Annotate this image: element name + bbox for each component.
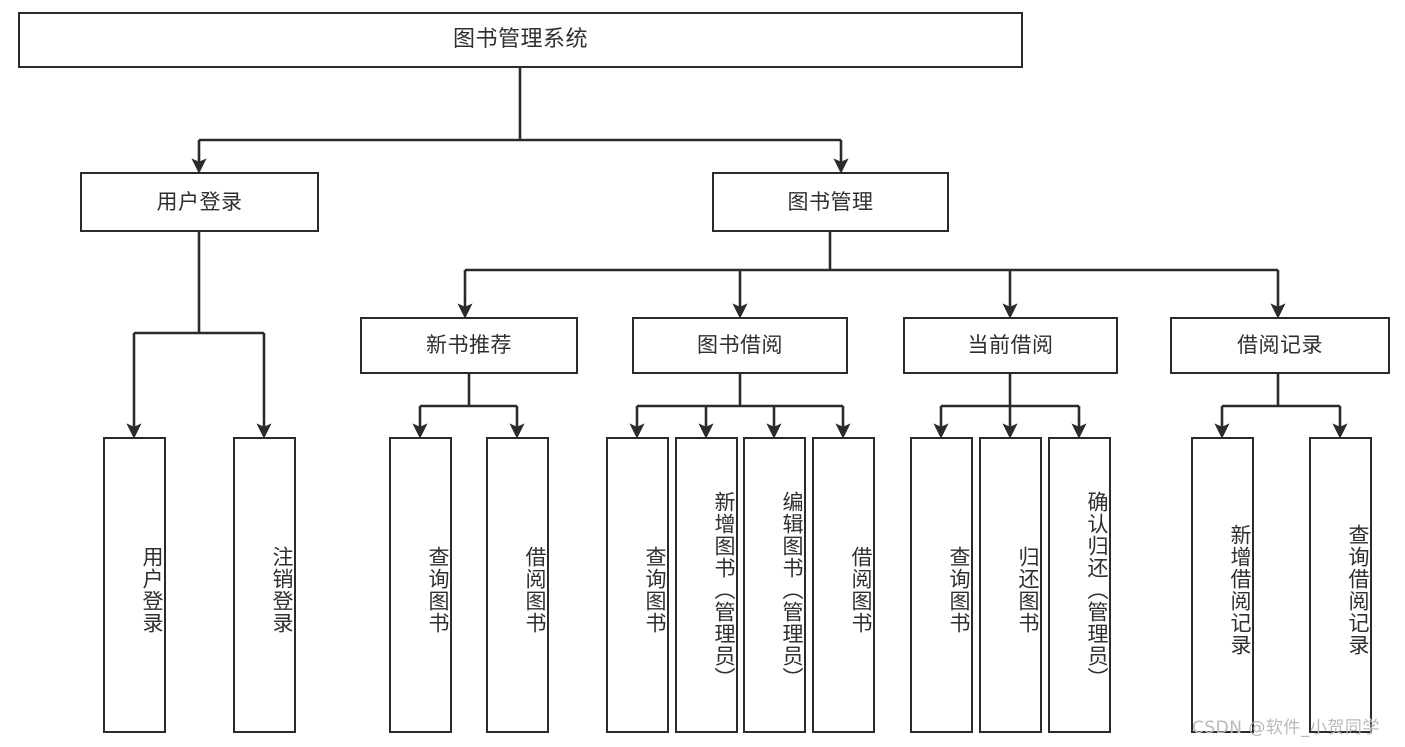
leaf-edit-book-admin[interactable]: 编辑图书（管理员） (743, 437, 806, 733)
node-label: 用户登录 (140, 546, 164, 634)
node-label: 借阅记录 (1237, 333, 1323, 358)
node-book-management[interactable]: 图书管理 (712, 172, 949, 232)
node-label: 查询图书 (643, 546, 667, 634)
leaf-borrow-book[interactable]: 借阅图书 (812, 437, 875, 733)
leaf-user-login[interactable]: 用户登录 (103, 437, 166, 733)
node-label: 图书管理 (787, 189, 874, 214)
node-borrowing-record[interactable]: 借阅记录 (1170, 317, 1390, 374)
leaf-add-borrow-record[interactable]: 新增借阅记录 (1191, 437, 1254, 733)
node-label: 新增借阅记录 (1228, 524, 1252, 656)
node-label: 借阅图书 (523, 546, 547, 634)
node-label: 图书管理系统 (452, 27, 588, 53)
leaf-logout[interactable]: 注销登录 (233, 437, 296, 733)
node-current-borrowing[interactable]: 当前借阅 (903, 317, 1118, 374)
node-label: 查询图书 (426, 546, 450, 634)
node-book-borrowing[interactable]: 图书借阅 (632, 317, 848, 374)
node-new-book-recommendation[interactable]: 新书推荐 (360, 317, 578, 374)
leaf-borrow-book-recommend[interactable]: 借阅图书 (486, 437, 549, 733)
leaf-query-borrow-record[interactable]: 查询借阅记录 (1309, 437, 1372, 733)
node-label: 用户登录 (156, 189, 243, 214)
node-label: 新书推荐 (426, 333, 512, 358)
leaf-query-book-current[interactable]: 查询图书 (910, 437, 973, 733)
leaf-query-book-recommend[interactable]: 查询图书 (389, 437, 452, 733)
node-user-login[interactable]: 用户登录 (80, 172, 319, 232)
node-label: 查询图书 (947, 546, 971, 634)
leaf-return-book[interactable]: 归还图书 (979, 437, 1042, 733)
node-label: 查询借阅记录 (1346, 524, 1370, 656)
node-label: 归还图书 (1016, 546, 1040, 634)
node-label: 编辑图书（管理员） (780, 491, 804, 689)
node-label: 借阅图书 (849, 546, 873, 634)
leaf-query-book-borrow[interactable]: 查询图书 (606, 437, 669, 733)
leaf-confirm-return-admin[interactable]: 确认归还（管理员） (1048, 437, 1111, 733)
node-label: 注销登录 (270, 546, 294, 634)
node-label: 新增图书（管理员） (712, 491, 736, 689)
leaf-add-book-admin[interactable]: 新增图书（管理员） (675, 437, 738, 733)
node-root-book-management-system[interactable]: 图书管理系统 (18, 12, 1023, 68)
node-label: 当前借阅 (967, 333, 1054, 358)
node-label: 图书借阅 (697, 333, 783, 358)
node-label: 确认归还（管理员） (1085, 491, 1109, 689)
